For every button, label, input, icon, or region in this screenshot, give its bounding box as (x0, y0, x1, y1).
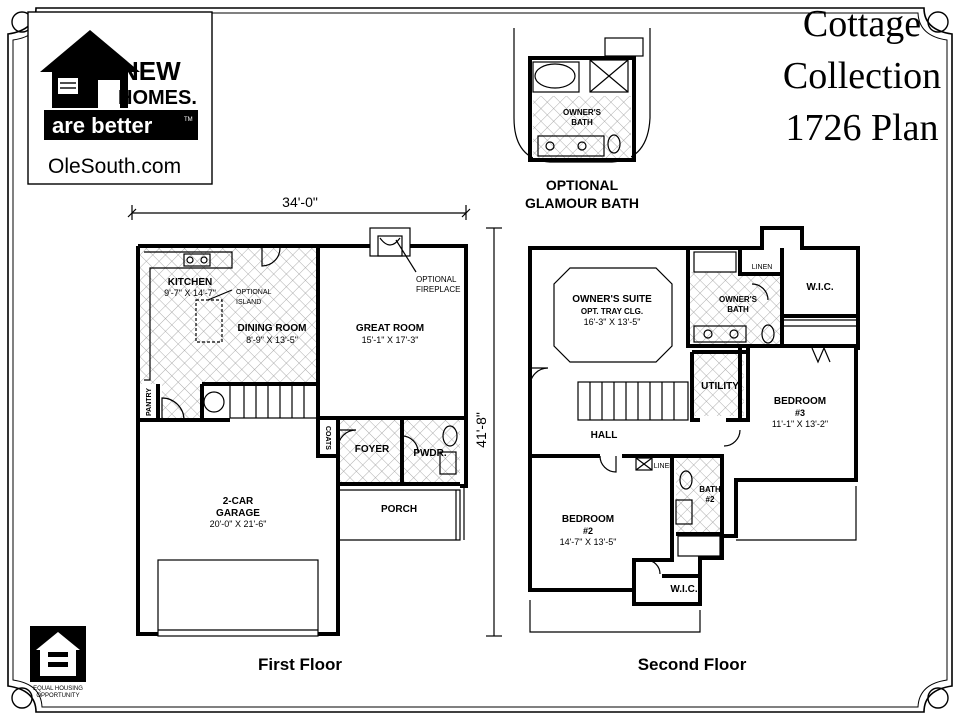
owners-suite-name: OWNER'S SUITE (572, 294, 652, 305)
equal-housing-logo: EQUAL HOUSING OPPORTUNITY (30, 626, 86, 699)
porch-label: PORCH (381, 504, 417, 515)
kitchen-dims: 9'-7" X 14'-7" (164, 288, 216, 298)
title-line-2: Collection (783, 55, 941, 97)
wic-1-label: W.I.C. (806, 282, 833, 293)
logo-line-are-better: are better (52, 113, 153, 138)
garage-name-2: GARAGE (216, 508, 260, 519)
house-icon (40, 30, 140, 108)
title-line-1: Cottage (803, 3, 921, 45)
island-label-2: ISLAND (236, 299, 261, 306)
owners-bath-label-2: BATH (727, 305, 749, 314)
logo-website: OleSouth.com (48, 155, 181, 178)
island-label: OPTIONAL (236, 289, 272, 296)
fireplace-label: OPTIONAL (416, 275, 457, 284)
wic-2-label: W.I.C. (670, 584, 697, 595)
hall-label: HALL (591, 430, 618, 441)
bath-2-number: #2 (706, 495, 715, 504)
bedroom-3-name: BEDROOM (774, 396, 826, 407)
glamour-room-label: OWNER'S (563, 108, 602, 117)
first-floor-stairs (229, 383, 319, 419)
second-floor-stairs (577, 381, 689, 421)
linen-2-label: LINEN (654, 463, 675, 470)
garage-dims: 20'-0" X 21'-6" (210, 519, 267, 529)
logo-line-new: NEW (120, 56, 181, 86)
width-dimension: 34'-0" (127, 194, 471, 220)
second-floor-caption: Second Floor (638, 655, 747, 674)
width-dimension-label: 34'-0" (282, 194, 318, 210)
logo-tm: TM (184, 117, 193, 123)
coats-label: COATS (324, 426, 331, 450)
linen-1-label: LINEN (752, 264, 773, 271)
bath-2-label: BATH (699, 485, 721, 494)
owners-bath-label: OWNER'S (719, 295, 758, 304)
equal-housing-line-2: OPPORTUNITY (36, 693, 79, 699)
depth-dimension-label: 41'-8" (473, 412, 489, 448)
glamour-caption-1: OPTIONAL (546, 177, 619, 193)
powder-label: PWDR. (413, 448, 447, 459)
bedroom-3-number: #3 (795, 408, 805, 418)
pantry-label: PANTRY (146, 388, 153, 416)
dining-room-name: DINING ROOM (238, 323, 307, 334)
fireplace-label-2: FIREPLACE (416, 285, 460, 294)
plan-title: Cottage Collection 1726 Plan (783, 3, 941, 149)
owners-suite-note: OPT. TRAY CLG. (581, 307, 643, 316)
dining-room-dims: 8'-9" X 13'-5" (246, 335, 298, 345)
garage-name: 2-CAR (223, 496, 254, 507)
first-floor-plan: 34'-0" 41'-8" OPTIONAL FIREPLACE (127, 194, 502, 674)
glamour-room-label-2: BATH (571, 118, 593, 127)
logo-line-homes: HOMES. (118, 87, 197, 109)
title-line-3: 1726 Plan (785, 107, 938, 149)
page-border (7, 7, 953, 713)
equal-housing-line-1: EQUAL HOUSING (33, 686, 83, 692)
bedroom-2-name: BEDROOM (562, 514, 614, 525)
bedroom-2-dims: 14'-7" X 13'-5" (560, 537, 617, 547)
glamour-bath-inset: OWNER'S BATH OPTIONAL GLAMOUR BATH (513, 28, 651, 211)
kitchen-name: KITCHEN (168, 277, 212, 288)
brand-logo: NEW HOMES. are better TM OleSouth.com (27, 11, 213, 185)
great-room-dims: 15'-1" X 17'-3" (362, 335, 419, 345)
foyer-label: FOYER (355, 444, 390, 455)
bedroom-2-number: #2 (583, 526, 593, 536)
owners-suite-dims: 16'-3" X 13'-5" (584, 317, 641, 327)
bedroom-3-dims: 11'-1" X 13'-2" (772, 419, 828, 429)
glamour-caption-2: GLAMOUR BATH (525, 195, 639, 211)
utility-label: UTILITY (701, 381, 739, 392)
first-floor-caption: First Floor (258, 655, 342, 674)
second-floor-plan: OWNER'S SUITE OPT. TRAY CLG. 16'-3" X 13… (528, 226, 860, 674)
depth-dimension: 41'-8" (473, 227, 502, 637)
great-room-name: GREAT ROOM (356, 323, 424, 334)
